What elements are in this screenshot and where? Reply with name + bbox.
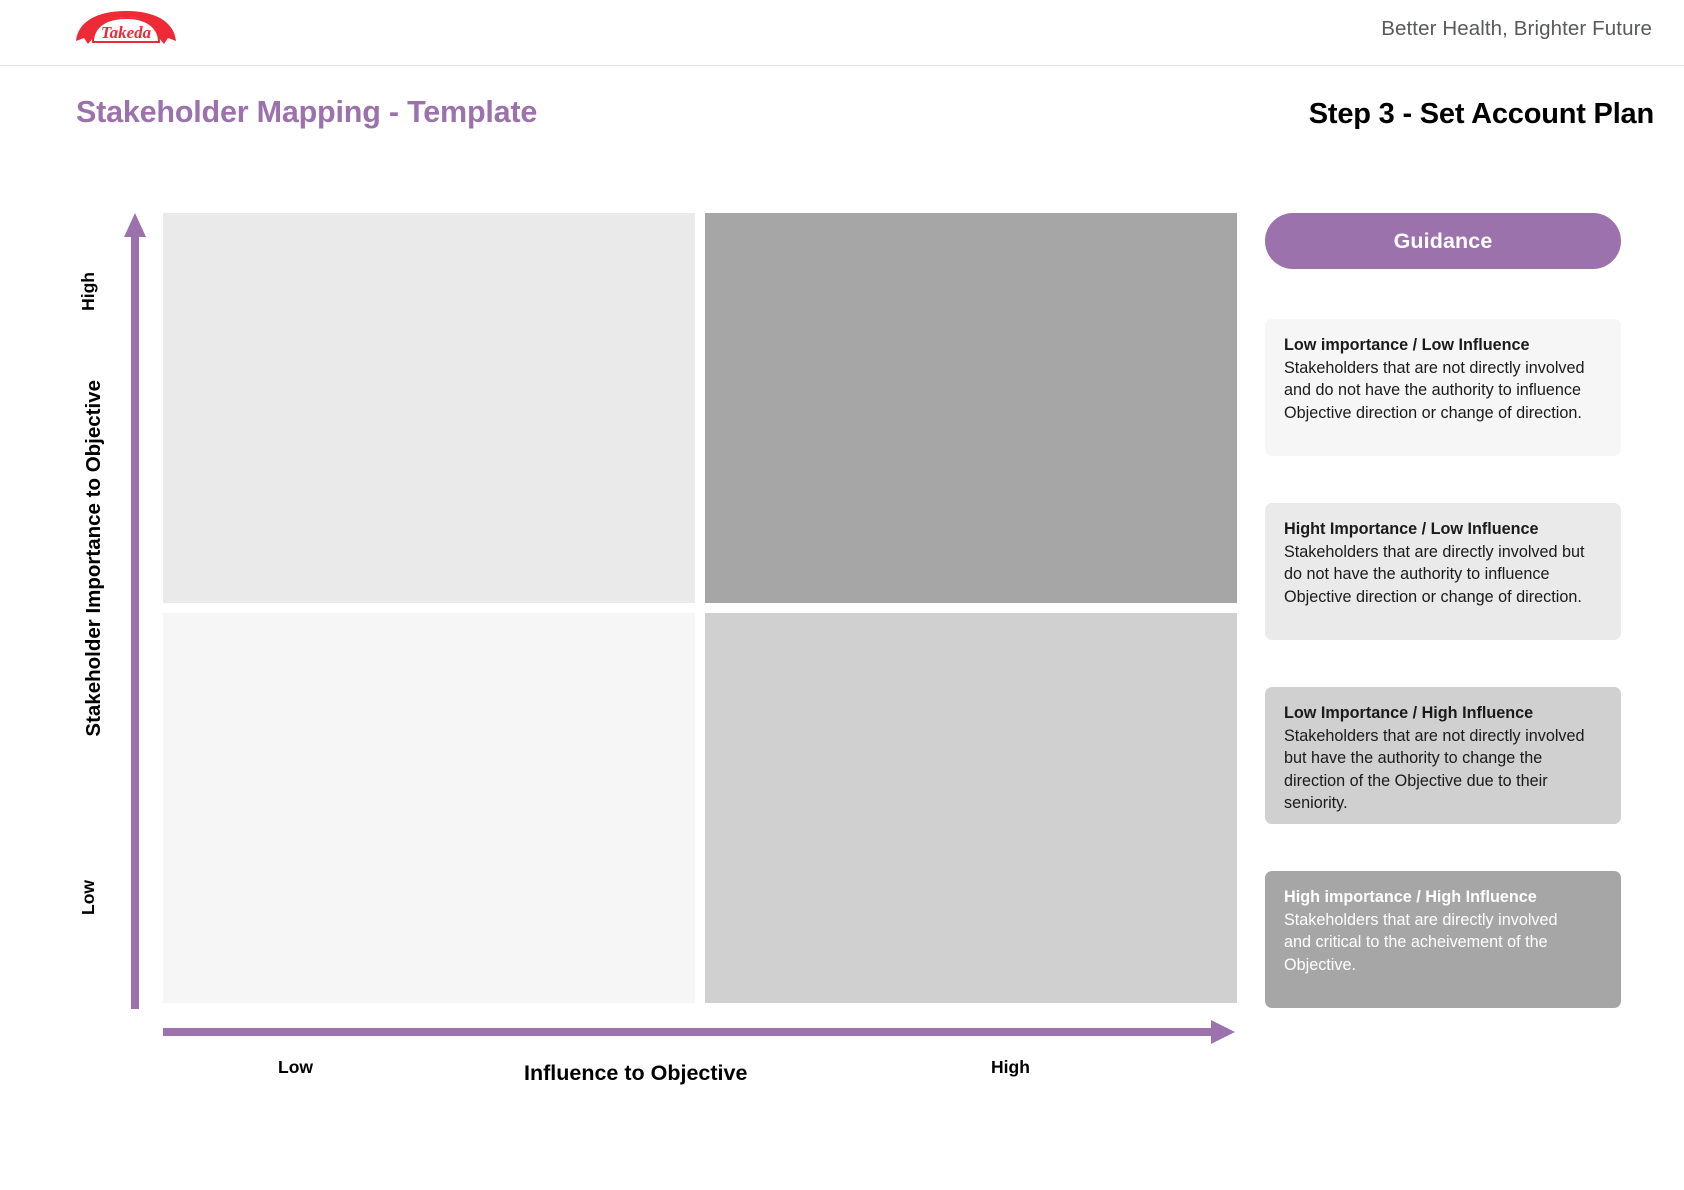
y-axis-arrow	[124, 213, 146, 1009]
guidance-card-low-importance-low-influence[interactable]: Low importance / Low Influence Stakehold…	[1265, 319, 1621, 456]
guidance-button-label: Guidance	[1393, 228, 1493, 253]
guidance-card-body: Stakeholders that are directly involved …	[1284, 911, 1558, 974]
page-title: Stakeholder Mapping - Template	[76, 95, 538, 129]
arrow-right-icon	[163, 1020, 1235, 1044]
y-axis-low-label: Low	[78, 880, 98, 915]
stakeholder-matrix	[163, 213, 1237, 1009]
y-axis-high-label: High	[78, 272, 98, 311]
top-bar: Takeda Better Health, Brighter Future	[0, 0, 1684, 66]
y-axis-title: Stakeholder Importance to Objective	[82, 380, 105, 737]
takeda-logo-icon: Takeda	[76, 11, 176, 44]
guidance-card-body: Stakeholders that are not directly invol…	[1284, 359, 1585, 422]
guidance-card-high-importance-high-influence[interactable]: High importance / High Influence Stakeho…	[1265, 871, 1621, 1008]
guidance-card-title: Low importance / Low Influence	[1284, 336, 1530, 354]
guidance-card-body: Stakeholders that are directly involved …	[1284, 543, 1585, 606]
guidance-panel: Guidance Low importance / Low Influence …	[1265, 213, 1621, 1008]
guidance-button[interactable]: Guidance	[1265, 213, 1621, 269]
step-title: Step 3 - Set Account Plan	[1308, 98, 1654, 130]
quadrant-high-importance-high-influence[interactable]	[705, 213, 1237, 603]
x-axis-low-label: Low	[278, 1057, 313, 1077]
svg-text:Takeda: Takeda	[101, 23, 152, 42]
x-axis-high-label: High	[991, 1057, 1030, 1077]
quadrant-low-importance-low-influence[interactable]	[163, 613, 695, 1003]
quadrant-high-importance-low-influence[interactable]	[163, 213, 695, 603]
x-axis-title: Influence to Objective	[524, 1061, 748, 1085]
guidance-card-body: Stakeholders that are not directly invol…	[1284, 727, 1585, 812]
guidance-card-low-importance-high-influence[interactable]: Low Importance / High Influence Stakehol…	[1265, 687, 1621, 824]
brand-tagline: Better Health, Brighter Future	[1381, 17, 1652, 40]
guidance-card-hight-importance-low-influence[interactable]: Hight Importance / Low Influence Stakeho…	[1265, 503, 1621, 640]
quadrant-low-importance-high-influence[interactable]	[705, 613, 1237, 1003]
guidance-card-title: Hight Importance / Low Influence	[1284, 520, 1539, 538]
arrow-up-icon	[124, 213, 146, 1009]
takeda-logo: Takeda	[72, 8, 180, 52]
guidance-card-title: High importance / High Influence	[1284, 888, 1537, 906]
guidance-card-title: Low Importance / High Influence	[1284, 704, 1534, 722]
x-axis-arrow	[163, 1020, 1235, 1044]
